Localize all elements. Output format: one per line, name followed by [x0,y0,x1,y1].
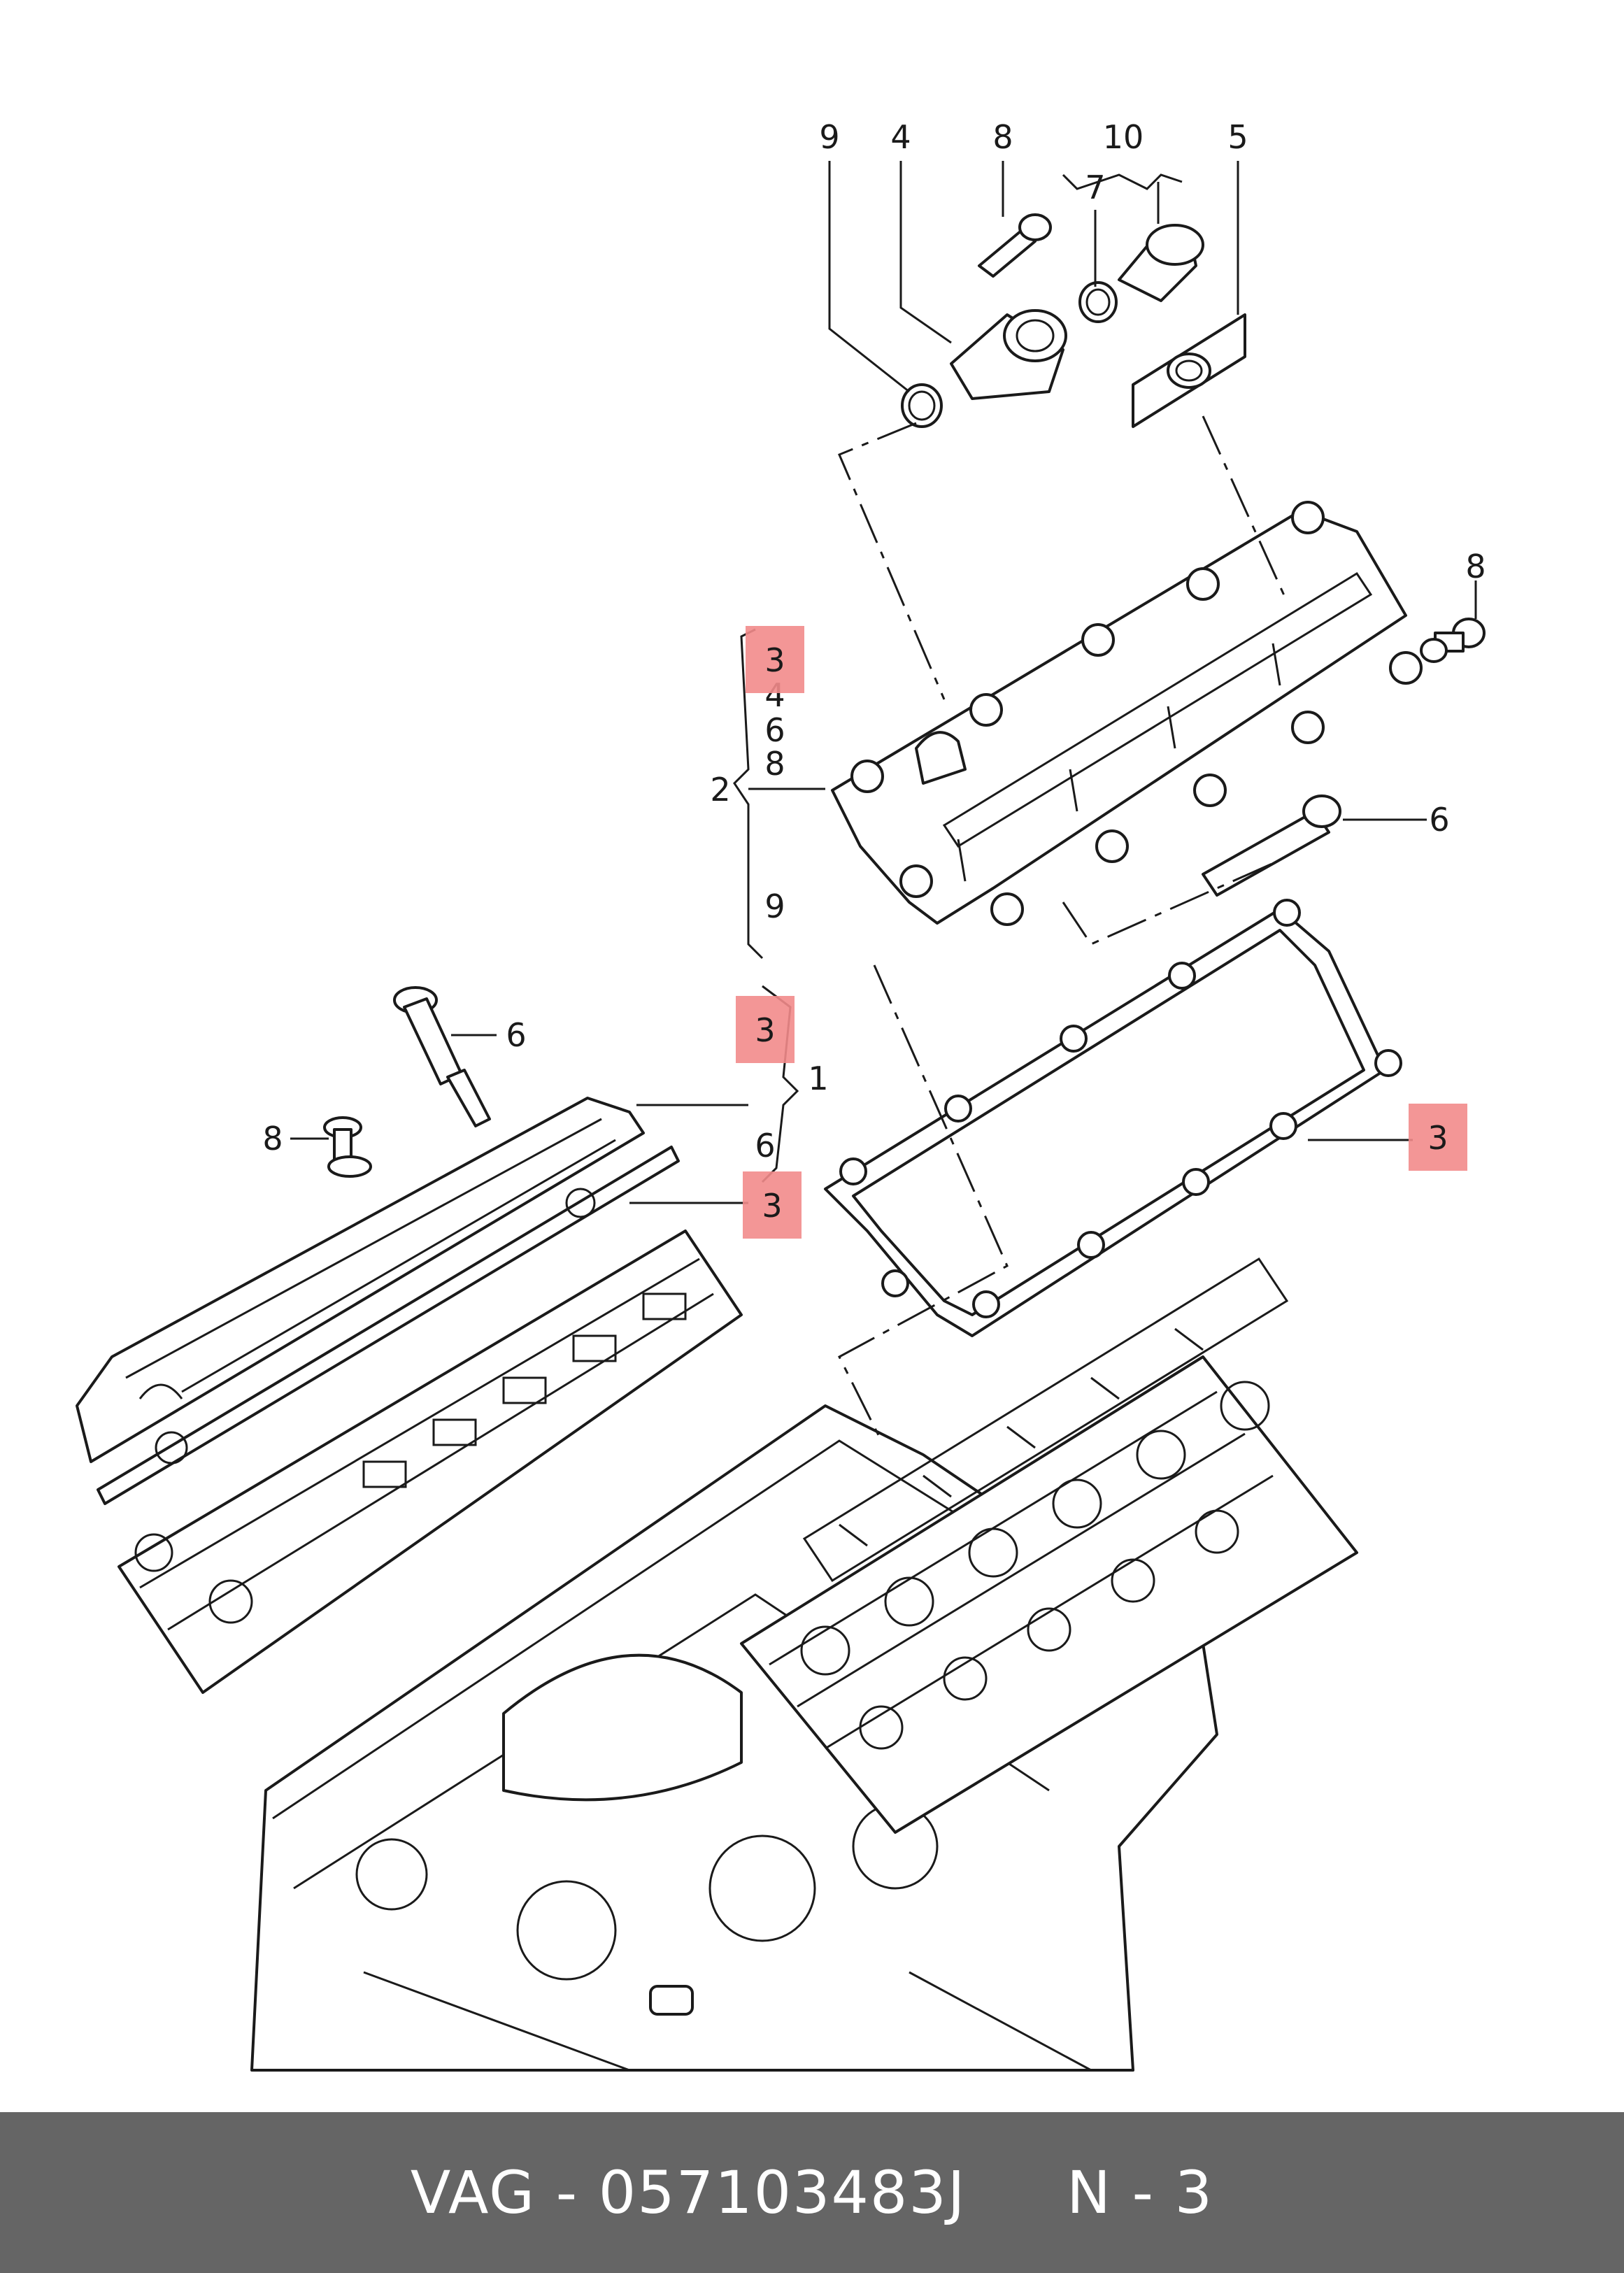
callout-8-right: 8 [1465,548,1486,585]
cylinder-head-cover-right [831,501,1423,926]
callout-7-top: 7 [1085,169,1105,206]
cylinder-head-right [740,1257,1358,1834]
grommet-8-left [323,1116,372,1178]
cylinder-head-left [117,1230,743,1694]
svg-text:3: 3 [762,1187,782,1225]
svg-text:3: 3 [755,1011,775,1049]
highlight-3-group2: 3 [746,626,804,693]
callouts: 9 4 8 10 7 5 8 6 2 4 6 8 9 1 6 6 8 [262,118,1486,1164]
callout-6-left: 6 [506,1016,526,1054]
grommet-8-right [1420,618,1486,663]
callout-10-top: 10 [1103,118,1144,156]
callout-4-top: 4 [890,118,911,156]
footer-part-number: VAG - 057103483J N - 3 [410,2158,1214,2227]
gasket-right [824,899,1402,1337]
callout-8-left: 8 [262,1120,283,1157]
callout-9-list: 9 [764,888,785,925]
exploded-parts-diagram: 9 4 8 10 7 5 8 6 2 4 6 8 9 1 6 6 8 3 3 3 [76,118,1486,2072]
callout-1: 1 [808,1060,828,1097]
callout-6-group1: 6 [755,1127,775,1164]
oil-filler-assembly [901,213,1246,428]
callout-6-list: 6 [764,711,785,749]
callout-2: 2 [710,771,730,808]
callout-5-top: 5 [1227,118,1248,156]
bolt-6-right [1202,795,1341,897]
gasket-left [97,1146,680,1505]
cylinder-head-cover-left [76,1097,645,1463]
highlight-3-group1-top: 3 [736,996,795,1063]
svg-text:3: 3 [764,641,785,679]
callout-9-top: 9 [819,118,839,156]
assembly-lines [838,415,1288,1441]
callout-8-top: 8 [992,118,1013,156]
highlighted-callouts: 3 3 3 3 [736,626,1467,1239]
highlight-3-group1-bottom: 3 [743,1171,802,1239]
part-number-footer: VAG - 057103483J N - 3 [0,2112,1624,2273]
callout-6-right: 6 [1429,801,1449,839]
highlight-3-gasket-right: 3 [1409,1104,1467,1171]
svg-text:3: 3 [1427,1119,1448,1157]
callout-8-list: 8 [764,745,785,783]
bolt-6-left [393,986,491,1127]
